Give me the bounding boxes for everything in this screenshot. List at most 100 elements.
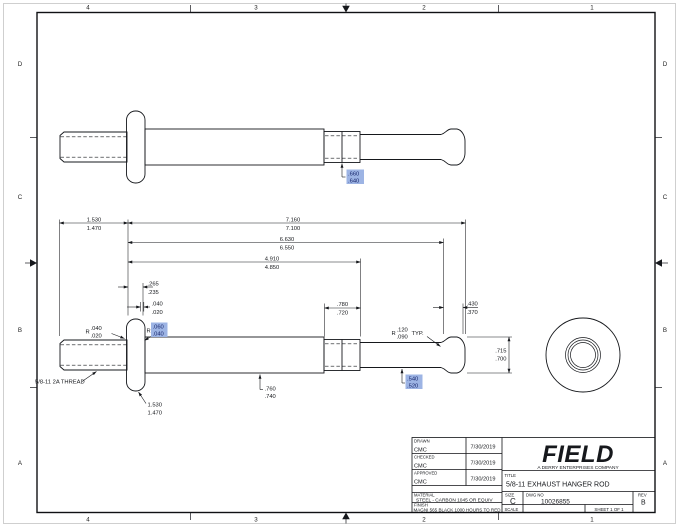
dim-fillet-left[interactable]: R .040 .020 [86,326,125,340]
dwg-no-value: 10026855 [541,499,570,506]
zone-row-label: A [18,460,23,467]
centering-mark-right [655,259,668,267]
flange-profile[interactable] [126,318,146,392]
dim-tip-radius-prefix[interactable]: R [392,331,396,337]
dim-flange-step-min[interactable]: .020 [152,310,163,316]
dim-flange-diameter-min[interactable]: 1.470 [148,411,163,417]
title-label: TITLE [505,473,517,478]
dim-flange-thickness-min[interactable]: .235 [148,290,159,296]
dim-tip-radius[interactable]: R .120 .090 TYP. [392,328,441,347]
dim-thread-length[interactable]: 1.530 1.470 [59,218,129,233]
title-block: DRAWN CMC 7/30/2019 CHECKED CMC 7/30/201… [411,437,656,513]
finish-value: MAGNI 565 BLACK 1000 HOURS TO RED [414,508,502,513]
shaft-profile[interactable] [144,128,325,166]
end-view-outer-circle[interactable] [545,317,621,393]
zone-col-label: 2 [422,517,426,524]
dim-length-to-tip-min[interactable]: 6.550 [280,246,295,252]
checked-label: CHECKED [414,455,434,460]
zone-col-label: 3 [254,517,258,524]
dim-fillet-left-prefix[interactable]: R [86,330,90,336]
dim-flange-thickness[interactable]: .265 .235 [118,282,159,297]
zone-col-label: 1 [590,5,594,12]
finish-label: FINISH [414,503,428,508]
dim-tip-diameter-max[interactable]: .715 [495,349,506,355]
dim-shaft-diameter[interactable]: .760 .740 [258,374,276,401]
dim-thread-length-min[interactable]: 1.470 [87,226,102,232]
view-end[interactable] [545,317,621,393]
selection-highlight [346,169,364,184]
dim-rod-diameter[interactable]: .540 .520 [400,368,423,390]
rev-value: B [641,500,646,507]
dim-tip-length-max[interactable]: .430 [467,302,478,308]
dim-length-to-tip-max[interactable]: 6.630 [280,237,295,243]
checked-by: CMC [414,464,427,470]
drawn-label: DRAWN [414,439,430,444]
zone-row-label: B [663,327,667,334]
shaft-profile[interactable] [144,336,325,374]
zone-col-label: 2 [422,5,426,12]
zone-col-label: 1 [590,517,594,524]
dim-groove-length-max[interactable]: .780 [337,302,348,308]
dim-fillet-right-max[interactable]: .060 [153,325,164,331]
dim-fillet-left-max[interactable]: .040 [91,326,102,332]
approved-by: CMC [414,480,427,486]
zone-col-label: 3 [254,5,258,12]
tip-profile[interactable] [440,128,466,166]
dim-flange-step[interactable]: .040 .020 [127,302,163,317]
view-side-profile-top[interactable] [59,110,466,184]
dim-overall-length[interactable]: 7.160 7.100 [127,218,466,233]
zone-row-label: D [663,61,668,68]
dim-overall-length-max[interactable]: 7.160 [286,218,301,224]
dim-flange-diameter-max[interactable]: 1.530 [148,403,163,409]
dim-tip-diameter-min[interactable]: .700 [495,357,506,363]
zone-row-label: B [18,327,22,334]
dim-tip-radius-min[interactable]: .090 [397,335,408,341]
dim-tip-length[interactable]: .430 .370 [433,302,478,317]
flange-profile[interactable] [126,110,146,184]
dim-groove-length-min[interactable]: .720 [337,311,348,317]
dim-step-diameter-min[interactable]: .640 [348,179,359,185]
dim-tip-radius-max[interactable]: .120 [397,328,408,334]
dim-step-diameter[interactable]: .660 .640 [340,163,364,185]
view-side-profile-dimensioned[interactable] [59,318,466,392]
dim-overall-length-min[interactable]: 7.100 [286,226,301,232]
material-label: MATERIAL [414,493,435,498]
tip-profile[interactable] [440,336,466,374]
dim-fillet-left-min[interactable]: .020 [91,334,102,340]
dim-length-to-groove-end-min[interactable]: 4.850 [265,265,280,271]
sheet-number: SHEET 1 OF 1 [594,507,624,512]
dim-fillet-right-min[interactable]: .040 [153,332,164,338]
drawing-title: 5/8-11 EXHAUST HANGER ROD [506,482,610,489]
dim-fillet-right-prefix[interactable]: R [147,329,151,335]
dim-length-to-tip[interactable]: 6.630 6.550 [127,237,444,252]
dim-shaft-diameter-max[interactable]: .760 [265,387,276,393]
dim-flange-diameter[interactable]: 1.530 1.470 [138,391,163,417]
thread-callout[interactable]: 5/8-11 2A THREAD [35,371,97,386]
sheet-border: 4 3 2 1 4 3 2 1 D C B A D C B A [3,3,676,524]
dim-tip-diameter[interactable]: .715 .700 [495,336,511,374]
dim-flange-thickness-max[interactable]: .265 [148,282,159,288]
dim-tip-length-min[interactable]: .370 [467,310,478,316]
dim-flange-step-max[interactable]: .040 [152,302,163,308]
dim-rod-diameter-min[interactable]: .520 [407,384,418,390]
dim-thread-length-max[interactable]: 1.530 [87,218,102,224]
zone-row-label: C [18,194,23,201]
dim-length-to-groove-end[interactable]: 4.910 4.850 [127,257,361,272]
selection-highlight [405,374,423,389]
thread-profile[interactable] [59,339,128,371]
dim-rod-diameter-max[interactable]: .540 [407,377,418,383]
extension-lines [59,219,512,374]
dim-groove-length[interactable]: .780 .720 [324,302,361,317]
thread-callout-text[interactable]: 5/8-11 2A THREAD [35,380,85,386]
dim-shaft-diameter-min[interactable]: .740 [265,394,276,400]
dim-tip-radius-suffix[interactable]: TYP. [412,331,425,337]
thread-profile[interactable] [59,131,128,163]
dim-length-to-groove-end-max[interactable]: 4.910 [265,257,280,263]
zone-row-label: D [18,61,23,68]
approved-date: 7/30/2019 [471,477,496,483]
drawn-by: CMC [414,448,427,454]
material-value: STEEL - CARBON 1045 OR EQUIV [416,498,493,504]
dim-fillet-right[interactable]: R .060 .040 [144,322,168,341]
dim-step-diameter-max[interactable]: .660 [348,172,359,178]
